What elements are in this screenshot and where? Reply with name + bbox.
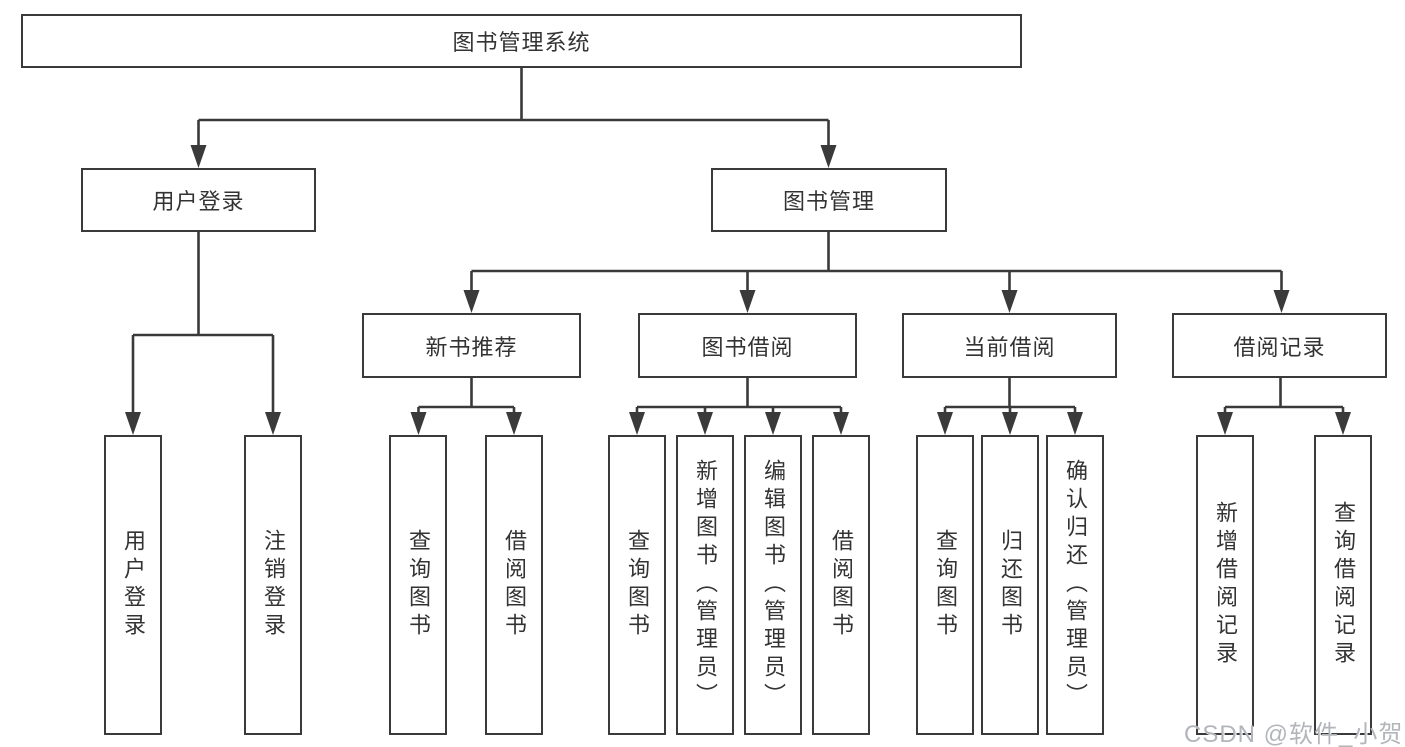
- node-label: 借阅记录: [1233, 334, 1326, 360]
- leaf-label: 查询图书: [406, 529, 431, 641]
- node-book-borrow: 图书借阅: [638, 313, 857, 378]
- leaf-label: 注销登录: [261, 529, 286, 641]
- leaf-user-login: 用户登录: [104, 435, 162, 735]
- leaf-label: 查询图书: [625, 529, 650, 641]
- leaf-query-books: 查询图书: [608, 435, 666, 735]
- leaf-label: 用户登录: [121, 529, 146, 641]
- leaf-add-borrow-record: 新增借阅记录: [1196, 435, 1254, 735]
- leaf-query-books: 查询图书: [389, 435, 447, 735]
- csdn-watermark: CSDN @软件_小贺同学: [1184, 721, 1405, 747]
- node-label: 图书借阅: [701, 334, 794, 360]
- node-borrow-records: 借阅记录: [1172, 313, 1387, 378]
- leaf-label: 借阅图书: [502, 529, 527, 641]
- leaf-confirm-return-admin: 确认归还（管理员）: [1046, 435, 1104, 735]
- node-label: 用户登录: [152, 189, 245, 214]
- node-label: 图书管理系统: [452, 30, 591, 55]
- node-user-login: 用户登录: [81, 168, 316, 232]
- node-current-borrow: 当前借阅: [902, 313, 1117, 378]
- leaf-edit-book-admin: 编辑图书（管理员）: [744, 435, 802, 735]
- leaf-query-borrow-record: 查询借阅记录: [1314, 435, 1372, 735]
- leaf-return-book: 归还图书: [981, 435, 1039, 735]
- leaf-query-books: 查询图书: [916, 435, 974, 735]
- node-book-management: 图书管理: [711, 168, 947, 232]
- node-new-book-recommend: 新书推荐: [362, 313, 581, 378]
- leaf-label: 新增借阅记录: [1213, 501, 1238, 669]
- leaf-label: 查询图书: [933, 529, 958, 641]
- node-label: 新书推荐: [425, 334, 518, 360]
- leaf-add-book-admin: 新增图书（管理员）: [676, 435, 734, 735]
- leaf-label: 归还图书: [998, 529, 1023, 641]
- node-label: 当前借阅: [963, 334, 1056, 360]
- node-library-management-system: 图书管理系统: [21, 14, 1022, 68]
- leaf-label: 借阅图书: [829, 529, 854, 641]
- leaf-label: 编辑图书（管理员）: [761, 459, 786, 711]
- leaf-label: 确认归还（管理员）: [1063, 459, 1088, 711]
- leaf-borrow-books: 借阅图书: [485, 435, 543, 735]
- leaf-label: 查询借阅记录: [1331, 501, 1356, 669]
- leaf-borrow-books: 借阅图书: [812, 435, 870, 735]
- leaf-logout: 注销登录: [244, 435, 302, 735]
- leaf-label: 新增图书（管理员）: [693, 459, 718, 711]
- node-label: 图书管理: [782, 189, 875, 214]
